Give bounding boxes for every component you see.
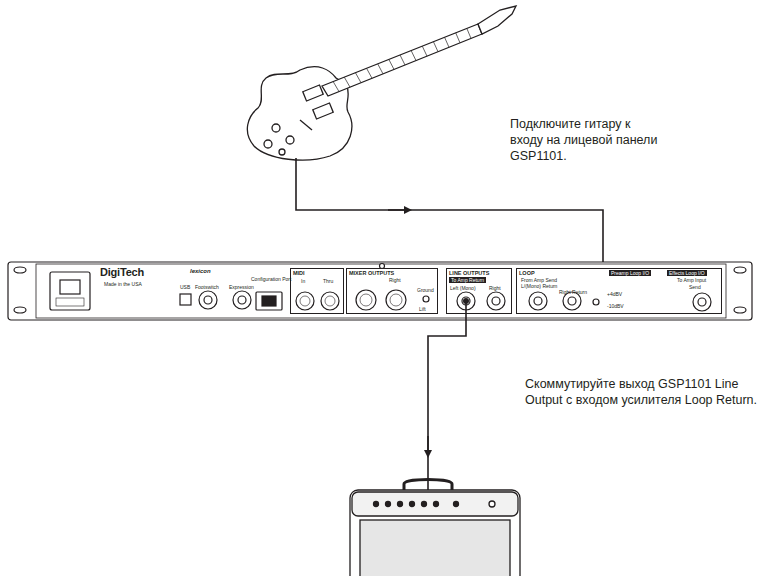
amplifier	[350, 480, 520, 576]
port-label: Footswitch	[195, 284, 219, 290]
port-label: Left (Mono)	[450, 285, 476, 291]
panel-text: Made in the USA	[104, 281, 142, 287]
port-label: Lift	[419, 306, 426, 312]
port-label: To Amp Return	[449, 277, 486, 283]
port-label: Preamp Loop I/O	[609, 270, 651, 276]
port-label: In	[301, 278, 305, 284]
port-label: From Amp Send	[521, 277, 557, 283]
port-label: Right	[389, 277, 401, 283]
brand-logo: DigiTech	[100, 266, 144, 278]
port-label: To Amp Input	[677, 277, 706, 283]
port-label: -10dBV	[607, 303, 624, 309]
port-label: +4dBV	[607, 291, 622, 297]
panel-section: MIXER OUTPUTSRightGroundLift	[346, 268, 438, 314]
port-label: Right	[489, 285, 501, 291]
callout-text: Подключите гитару к входу на лицевой пан…	[510, 116, 660, 164]
section-title: MIXER OUTPUTS	[349, 270, 394, 276]
brand-logo: lexicon	[190, 268, 211, 274]
port-label: Effects Loop I/O	[667, 270, 707, 276]
panel-section: LINE OUTPUTSTo Amp ReturnLeft (Mono) Righ…	[446, 268, 512, 314]
port-label: Right Return	[559, 289, 587, 295]
panel-section: MIDI In Thru	[290, 268, 344, 314]
port-label: Thru	[323, 278, 333, 284]
section-title: MIDI	[293, 270, 305, 276]
guitar	[247, 6, 516, 160]
port-label: Configuration Port	[251, 276, 291, 282]
port-label: Send	[689, 284, 701, 290]
port-label: L/(Mono) Return	[521, 283, 557, 289]
port-label: Ground	[417, 287, 434, 293]
port-label: Expression	[229, 284, 254, 290]
callout-text: Скоммутируйте выход GSP1101 Line Output …	[525, 376, 760, 408]
port-label: USB	[180, 284, 190, 290]
section-title: LINE OUTPUTS	[449, 270, 489, 276]
panel-section: LOOP Preamp Loop I/O Effects Loop I/O From …	[516, 268, 722, 314]
rack-unit	[8, 262, 752, 320]
section-title: LOOP	[519, 270, 535, 276]
